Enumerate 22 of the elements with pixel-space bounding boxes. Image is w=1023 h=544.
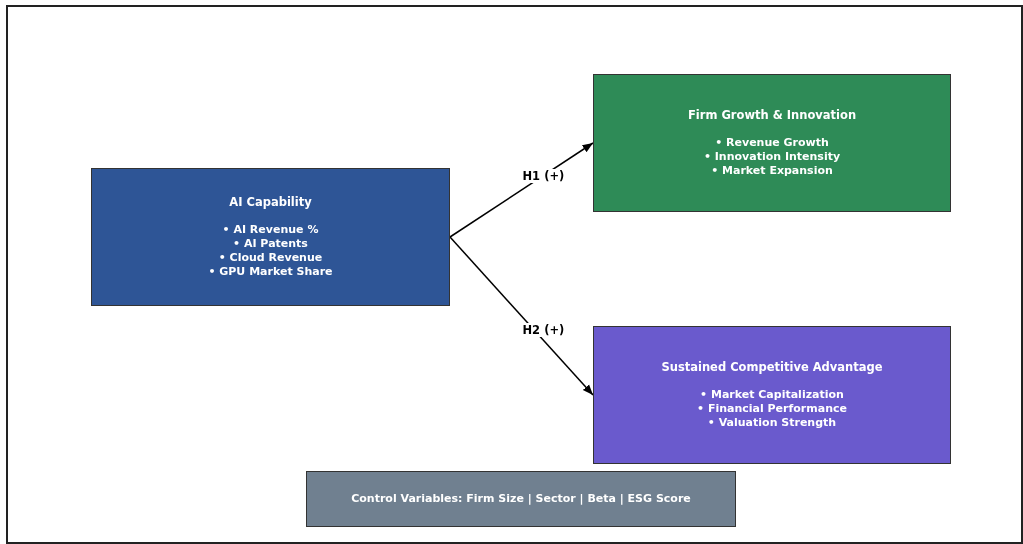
bullet-item: • Revenue Growth [715, 136, 829, 150]
variable-box [91, 168, 450, 306]
bullet-item: • Market Expansion [711, 164, 833, 178]
arrow [449, 236, 594, 396]
bullet-item: • Market Capitalization [700, 388, 844, 402]
bullet-item: • Financial Performance [697, 402, 847, 416]
edge-label: H2 (+) [520, 323, 567, 337]
edge-label: H1 (+) [520, 169, 567, 183]
variable-box [306, 471, 736, 527]
variable-box [593, 326, 951, 464]
variable-box [593, 74, 951, 212]
box-heading: Control Variables: Firm Size | Sector | Beta | ESG Score [351, 492, 691, 506]
bullet-item: • GPU Market Share [208, 265, 333, 279]
bullet-item: • Innovation Intensity [703, 150, 841, 164]
bullet-item: • Valuation Strength [707, 416, 837, 430]
bullet-item: • AI Patents [233, 237, 308, 251]
arrow [449, 142, 594, 238]
box-heading: Firm Growth & Innovation [687, 108, 857, 122]
box-heading: Sustained Competitive Advantage [661, 360, 883, 374]
bullet-item: • Cloud Revenue [218, 251, 323, 265]
bullet-item: • AI Revenue % [222, 223, 319, 237]
box-heading: AI Capability [229, 195, 312, 209]
